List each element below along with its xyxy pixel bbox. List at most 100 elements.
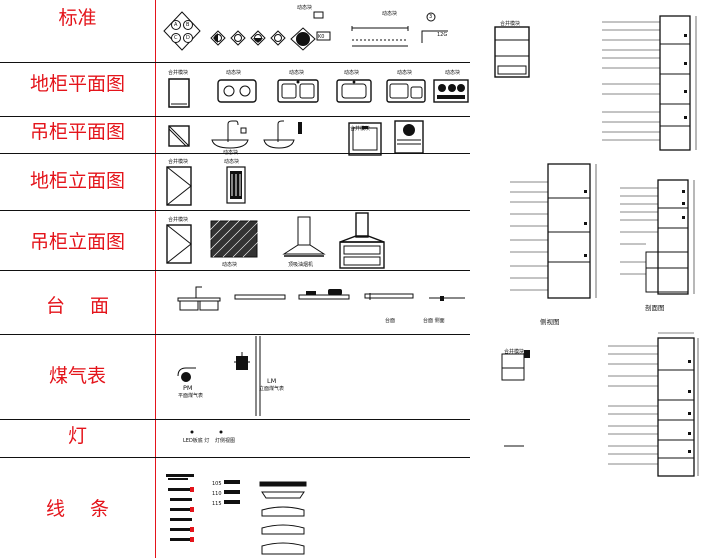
trim-label: 105 [212, 481, 222, 487]
pull-out-basket-icon [226, 166, 246, 204]
countertop-label: 台面 [385, 318, 396, 324]
cabinet-section-3 [620, 179, 695, 295]
lamp-side-label: 灯侧视图 [215, 438, 236, 444]
gas-meter-elevation-icon [234, 352, 250, 370]
row-divider [0, 270, 470, 271]
category-label-gas-meter: 煤气表 [48, 365, 106, 387]
callout-text: 合并模块 [504, 349, 525, 355]
symbol-legend-table: 标准 地柜平面图 吊柜平面图 地柜立面图 吊柜立面图 台 面 煤气表 灯 线 条… [0, 0, 470, 558]
category-label-countertop: 台 面 [45, 295, 110, 317]
skirting-profiles [259, 481, 307, 555]
base-cabinet-plan-symbol [168, 78, 190, 108]
gas-meter-plan-label: 平面煤气表 [178, 393, 204, 399]
dynamic-block-label: 动态块 [382, 11, 398, 17]
category-label-wall-plan: 吊柜平面图 [29, 121, 125, 143]
gas-meter-elevation-label: 立面煤气表 [259, 386, 285, 392]
section-caption: 剖面图 [645, 304, 665, 312]
category-label-lamp: 灯 [67, 425, 87, 447]
dynamic-block-label: 动态块 [397, 70, 413, 76]
tag-label: K0 [318, 34, 325, 40]
row-divider [0, 116, 470, 117]
dimension-label: 12G [437, 32, 448, 38]
tall-cabinet-section-4 [608, 332, 699, 477]
countertop-hob-section [298, 289, 350, 300]
tall-cabinet-section-2 [510, 163, 597, 299]
trim-label: 115 [212, 501, 222, 507]
circle-number: 3 [429, 14, 433, 20]
wall-cabinet-elevation-symbol [166, 224, 192, 264]
box-icon [313, 11, 324, 19]
level-marker [421, 30, 448, 43]
range-hood-icon [282, 216, 326, 257]
oven-icon [394, 120, 424, 154]
index-letter: A [174, 22, 178, 28]
double-sink-icon [277, 79, 319, 103]
microwave-icon [348, 122, 382, 156]
dynamic-block-label: 动态块 [223, 150, 239, 156]
index-letter: D [186, 35, 190, 41]
category-label-floor-elevation: 地柜立面图 [29, 170, 125, 192]
hood-cabinet-icon [339, 212, 385, 269]
pm-label: PM [183, 384, 193, 392]
double-sink-icon [386, 79, 426, 103]
row-divider [0, 153, 470, 154]
index-letter: C [174, 35, 178, 41]
index-diamond-symbol [290, 27, 316, 51]
wall-cabinet-plan-symbol [168, 125, 190, 147]
merge-block-label: 合并模块 [168, 70, 189, 76]
led-lamp-label: LED板底 灯 [183, 438, 210, 444]
four-burner-hob-icon [433, 79, 469, 103]
trim-label: 110 [212, 491, 222, 497]
dynamic-block-label: 动态块 [297, 5, 313, 11]
dynamic-block-label: 动态块 [289, 70, 305, 76]
numbered-circle-icon [426, 12, 436, 22]
tall-cabinet-section-1 [602, 15, 697, 151]
merge-block-label: 合并模块 [168, 217, 189, 223]
dynamic-block-label: 动态块 [222, 262, 238, 268]
tag-box [316, 31, 331, 41]
countertop-side-section [429, 296, 465, 301]
crown-molding-profiles [166, 474, 194, 542]
category-label-floor-plan: 地柜平面图 [29, 73, 125, 95]
base-cabinet-elevation-symbol [166, 166, 192, 206]
short-line [504, 445, 524, 447]
dynamic-block-label: 动态块 [344, 70, 360, 76]
merge-block-label: 合并模块 [350, 126, 371, 132]
trim-profiles [224, 480, 240, 504]
cabinet-callout-small [501, 350, 530, 381]
category-label-wall-elevation: 吊柜立面图 [29, 231, 125, 253]
hatched-panel-icon [209, 219, 259, 258]
faucet-sink-icon [211, 120, 249, 149]
row-divider [0, 457, 470, 458]
row-divider [0, 210, 470, 211]
row-divider [0, 334, 470, 335]
lamp-side-icon [219, 430, 223, 434]
direction-marker-row [210, 30, 286, 46]
single-sink-icon [336, 79, 372, 103]
side-view-caption: 侧视图 [540, 318, 560, 326]
cabinet-side-view-small [494, 26, 530, 78]
index-letter: B [186, 22, 190, 28]
dynamic-block-label: 动态块 [226, 70, 242, 76]
hood-label: 顶吸油烟机 [288, 262, 314, 268]
countertop-slab [234, 294, 286, 300]
countertop-side-label: 台面 侧面 [423, 318, 445, 324]
merge-block-label: 合并模块 [500, 21, 521, 27]
elevation-index-symbol [163, 11, 201, 51]
led-lamp-icon [190, 430, 194, 434]
gas-meter-plan-icon [177, 367, 196, 382]
countertop-sink-section [177, 286, 221, 311]
category-label-trim: 线 条 [45, 498, 110, 520]
column-divider [155, 0, 156, 558]
dynamic-block-label: 动态块 [445, 70, 461, 76]
merge-block-label: 合并模块 [168, 159, 189, 165]
countertop-edge [364, 293, 414, 300]
cabinet-drawings-panel: 合并模块 侧视图 剖面图 合并模块 [470, 0, 710, 558]
gas-hob-icon [217, 79, 257, 103]
dynamic-block-label: 动态块 [224, 159, 240, 165]
row-divider [0, 62, 470, 63]
category-label-standard: 标准 [58, 7, 97, 29]
lm-label: LM [267, 377, 277, 385]
dimension-lines [351, 26, 409, 47]
faucet-sink-icon [263, 120, 302, 149]
